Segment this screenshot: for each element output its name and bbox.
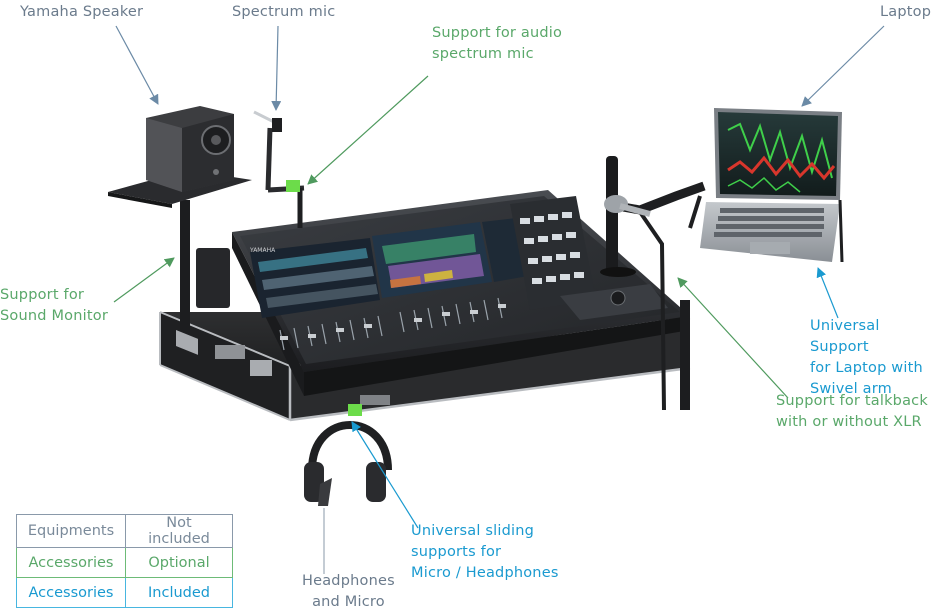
console-brand: YAMAHA [249,247,276,254]
label-support-sound-monitor: Support for Sound Monitor [0,287,108,324]
label-support-talkback: Support for talkback with or without XLR [776,393,928,430]
label-laptop: Laptop [880,4,932,20]
legend-row: Equipments Not included [16,514,233,548]
mixing-console: YAMAHA [196,190,690,396]
arrow-yamaha-speaker [115,25,159,105]
label-headphones-micro: Headphones and Micro [302,573,395,610]
legend-row: Accessories Included [16,577,233,608]
legend-status: Optional [125,547,233,578]
arrow-sound-monitor-support [113,257,175,303]
legend-status: Included [125,577,233,608]
label-support-audio-spectrum-mic: Support for audio spectrum mic [432,25,563,62]
label-universal-support-laptop: Universal Support for Laptop with Swivel… [810,318,923,397]
arrow-laptop-support [816,267,839,319]
legend-category: Equipments [16,514,126,548]
spectrum-mic-support [253,110,305,228]
arrow-laptop [801,25,885,107]
legend-row: Accessories Optional [16,547,233,578]
talkback-mic-arm [600,156,706,411]
arrow-talkback-support [677,277,789,399]
label-yamaha-speaker: Yamaha Speaker [20,4,144,20]
headphones [304,404,392,506]
arrow-audio-spectrum-support [307,75,429,185]
speaker-stand [108,170,252,330]
legend-status: Not included [125,514,233,548]
legend-category: Accessories [16,547,126,578]
laptop [688,108,844,263]
arrow-spectrum-mic [271,25,282,111]
legend-table: Equipments Not included Accessories Opti… [16,514,233,608]
arrow-sliding-supports [351,421,419,529]
yamaha-speaker [146,106,234,192]
label-spectrum-mic: Spectrum mic [232,4,336,20]
legend-category: Accessories [16,577,126,608]
label-universal-sliding-supports: Universal sliding supports for Micro / H… [411,523,559,581]
